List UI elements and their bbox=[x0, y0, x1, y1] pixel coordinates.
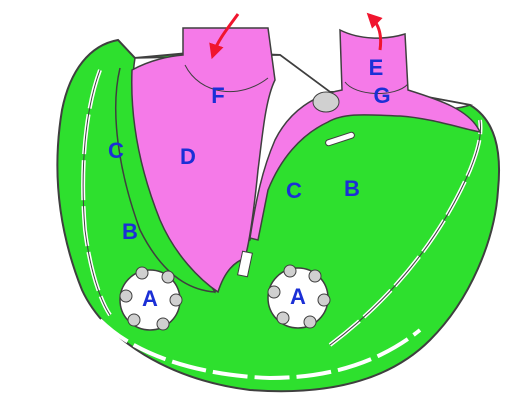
label-c-right: C bbox=[286, 178, 302, 203]
label-c-left: C bbox=[108, 138, 124, 163]
label-d: D bbox=[180, 144, 196, 169]
label-e: E bbox=[369, 55, 384, 80]
label-g: G bbox=[373, 83, 390, 108]
atrium-oval bbox=[313, 92, 339, 112]
label-f: F bbox=[211, 83, 224, 108]
label-a-left: A bbox=[142, 286, 158, 311]
label-b-right: B bbox=[344, 176, 360, 201]
label-b-left: B bbox=[122, 219, 138, 244]
label-a-right: A bbox=[290, 284, 306, 309]
